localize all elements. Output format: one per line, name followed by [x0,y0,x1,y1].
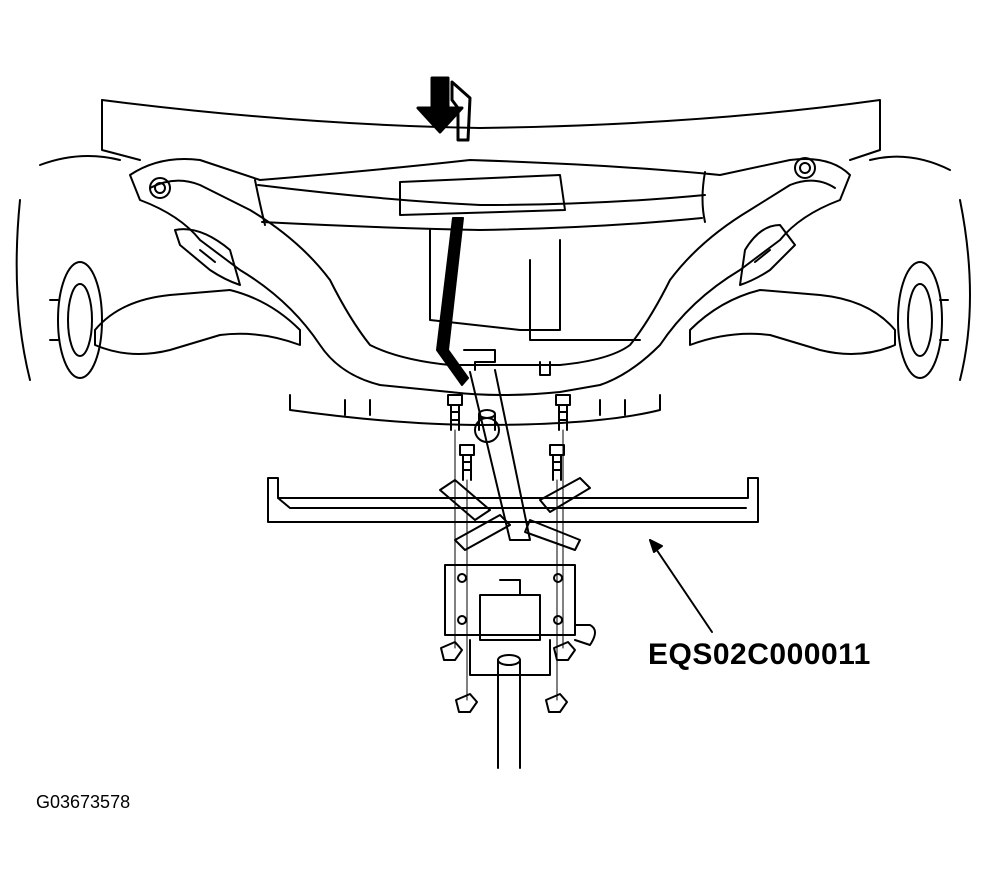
guide-lines [454,429,564,701]
nut-icon [440,641,463,661]
engine-underside [429,229,641,376]
tool-part-number: EQS02C000011 [648,638,871,671]
nut-icon [455,693,478,713]
right-control-arm [689,224,896,355]
left-hub [49,261,103,379]
callout-leader [649,539,713,633]
left-control-arm [94,228,301,355]
support-crossbar [267,477,759,523]
bolt-icon [555,394,571,431]
figure-id: G03673578 [36,792,131,812]
bolt-icon [447,394,463,431]
nut-icon [545,693,568,713]
bolt-icon [549,444,565,481]
down-arrow-icon [416,76,472,142]
jack-head [444,564,596,676]
vehicle-body-outline [15,99,971,381]
bolt-icon [459,444,475,481]
alignment-bar [436,217,469,386]
right-hub [897,261,949,379]
jack-adapter [463,349,531,541]
jack-post [497,654,521,769]
